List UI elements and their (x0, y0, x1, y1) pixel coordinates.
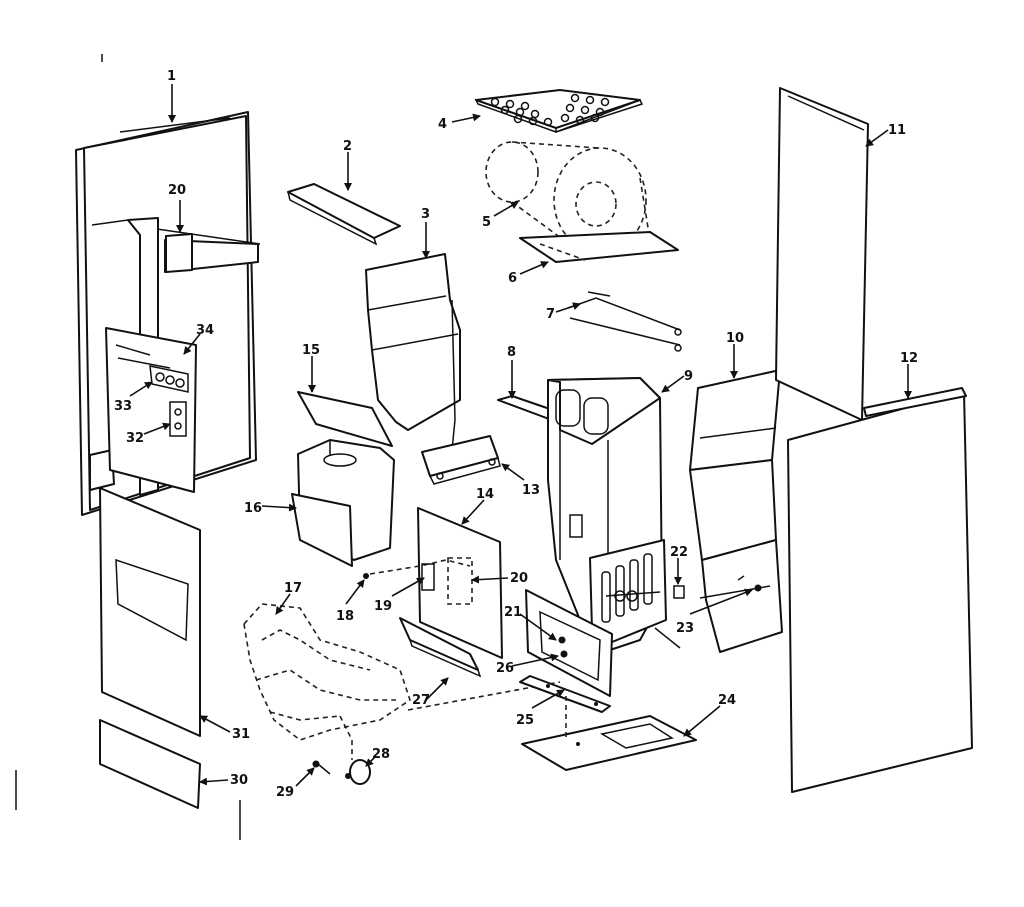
part-22-sensor (605, 585, 685, 602)
part-4-top-grille (474, 89, 644, 134)
part-3-duct-panel (365, 253, 461, 471)
callout-31: 31 (232, 727, 250, 742)
callout-2: 2 (343, 139, 352, 154)
callout-21: 21 (504, 605, 522, 620)
callout-13: 13 (522, 483, 540, 498)
part-2-top-bracket (287, 183, 401, 246)
callout-22: 22 (670, 545, 688, 560)
part-11-right-strip (775, 87, 869, 421)
part-23-screw (737, 575, 762, 592)
callout-25: 25 (516, 713, 534, 728)
callout-12: 12 (900, 351, 918, 366)
callout-34: 34 (196, 323, 214, 338)
callout-6: 6 (508, 271, 517, 286)
callout-3: 3 (421, 207, 430, 222)
part-27-lower-bracket (399, 617, 482, 678)
part-24-bottom-plate (521, 696, 697, 771)
part-29-screw (312, 760, 331, 775)
callout-19: 19 (374, 599, 392, 614)
part-17-burner-assembly (243, 603, 411, 760)
callout-20b: 20 (168, 183, 186, 198)
callout-1: 1 (167, 69, 176, 84)
callout-9: 9 (684, 369, 693, 384)
part-6-blower-base (519, 231, 679, 263)
part-13-bracket (421, 435, 501, 485)
callout-20a: 20 (510, 571, 528, 586)
part-12-right-panel (787, 387, 973, 793)
part-25-strip (519, 675, 611, 713)
part-10-inner-panel (689, 369, 783, 653)
margin-marks (15, 54, 241, 840)
callout-30: 30 (230, 773, 248, 788)
callout-26: 26 (496, 661, 514, 676)
callout-27: 27 (412, 693, 430, 708)
part-33-switch-plate (149, 365, 189, 393)
callout-8: 8 (507, 345, 516, 360)
callout-24: 24 (718, 693, 736, 708)
callout-17: 17 (284, 581, 302, 596)
callout-11: 11 (888, 123, 906, 138)
leader-lines (129, 84, 912, 787)
callout-10: 10 (726, 331, 744, 346)
callout-33: 33 (114, 399, 132, 414)
callout-29: 29 (276, 785, 294, 800)
part-7-rails (567, 291, 682, 352)
callout-15: 15 (302, 343, 320, 358)
part-31-front-door (99, 487, 201, 737)
callout-5: 5 (482, 215, 491, 230)
callout-4: 4 (438, 117, 447, 132)
part-30-kick-plate (99, 719, 201, 809)
part-16-inducer-box (291, 439, 395, 567)
part-28-orifice (345, 759, 371, 785)
part-15-baffle (297, 391, 393, 447)
callout-18: 18 (336, 609, 354, 624)
callout-labels: 1 2 3 4 5 6 7 8 9 10 11 12 13 14 15 16 1… (114, 69, 918, 800)
part-21-mounting-plate (525, 589, 613, 697)
callout-23: 23 (676, 621, 694, 636)
part-34-control-cover (105, 327, 197, 493)
callout-14: 14 (476, 487, 494, 502)
callout-32: 32 (126, 431, 144, 446)
callout-16: 16 (244, 501, 262, 516)
callout-28: 28 (372, 747, 390, 762)
part-32-receptacle (169, 401, 187, 437)
callout-7: 7 (546, 307, 555, 322)
burner-cover (589, 539, 681, 649)
